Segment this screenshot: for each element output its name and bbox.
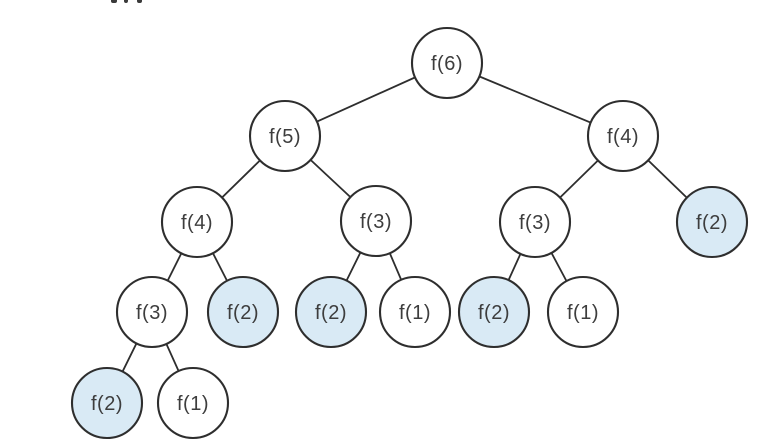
tree-node: f(3) <box>339 184 413 258</box>
node-label: f(2) <box>478 302 510 324</box>
node-label: f(2) <box>696 212 728 234</box>
cropped-glyph-mark <box>124 0 128 3</box>
highlighted-node-circle <box>294 275 368 349</box>
tree-node: f(4) <box>586 99 660 173</box>
tree-node: f(2) <box>70 366 144 440</box>
node-label: f(3) <box>519 212 551 234</box>
highlighted-node-circle <box>675 185 749 259</box>
tree-node: f(2) <box>294 275 368 349</box>
tree-node: f(2) <box>675 185 749 259</box>
node-circle <box>160 185 234 259</box>
node-circle <box>410 26 484 100</box>
tree-node: f(1) <box>378 275 452 349</box>
tree-node: f(3) <box>115 275 189 349</box>
cropped-glyph-mark <box>111 0 117 3</box>
cropped-glyph-mark <box>137 0 142 3</box>
node-circle <box>339 184 413 258</box>
tree-node: f(6) <box>410 26 484 100</box>
tree-node: f(4) <box>160 185 234 259</box>
node-label: f(1) <box>177 393 209 415</box>
tree-node: f(2) <box>206 275 280 349</box>
tree-node: f(3) <box>498 185 572 259</box>
node-circle <box>498 185 572 259</box>
node-label: f(2) <box>315 302 347 324</box>
node-label: f(2) <box>91 393 123 415</box>
node-circle <box>248 99 322 173</box>
node-circle <box>115 275 189 349</box>
highlighted-node-circle <box>206 275 280 349</box>
node-circle <box>546 275 620 349</box>
node-circle <box>378 275 452 349</box>
tree-node: f(2) <box>457 275 531 349</box>
node-label: f(6) <box>431 53 463 75</box>
node-label: f(5) <box>269 126 301 148</box>
node-label: f(3) <box>136 302 168 324</box>
tree-node: f(5) <box>248 99 322 173</box>
node-label: f(4) <box>607 126 639 148</box>
highlighted-node-circle <box>70 366 144 440</box>
node-label: f(4) <box>181 212 213 234</box>
node-label: f(1) <box>567 302 599 324</box>
tree-node: f(1) <box>156 366 230 440</box>
node-circle <box>586 99 660 173</box>
node-label: f(2) <box>227 302 259 324</box>
tree-nodes: f(6) f(5) f(4) f(4) f(3) f(3) f(2) f(3) f(2) f(2)… <box>70 26 749 440</box>
node-circle <box>156 366 230 440</box>
highlighted-node-circle <box>457 275 531 349</box>
node-label: f(1) <box>399 302 431 324</box>
node-label: f(3) <box>360 211 392 233</box>
tree-node: f(1) <box>546 275 620 349</box>
